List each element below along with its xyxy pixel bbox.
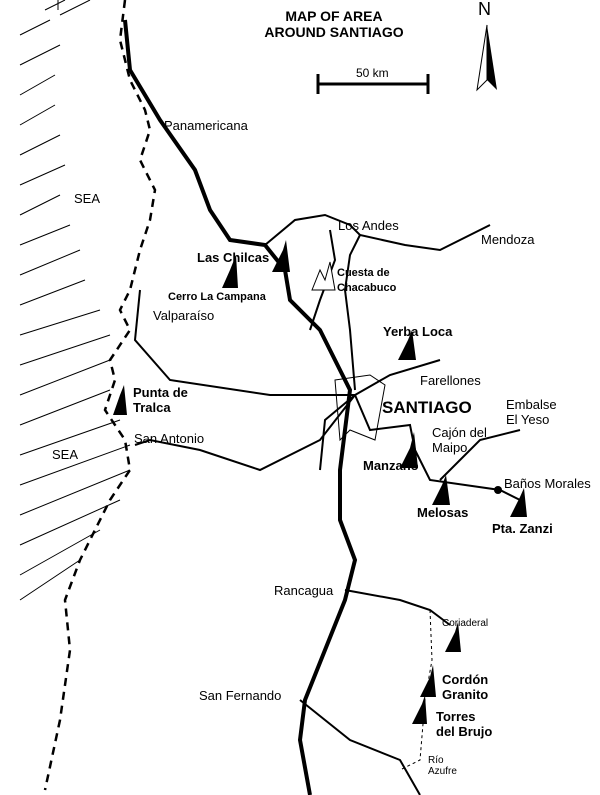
coastline <box>43 0 157 791</box>
label-sea: SEA <box>74 191 101 206</box>
label-san-antonio: San Antonio <box>134 431 205 446</box>
roads <box>133 213 521 795</box>
label-sea: SEA <box>52 447 79 462</box>
area-melosas: Melosas <box>417 505 469 520</box>
road-panamericana <box>123 19 358 795</box>
area-pta-zanzi: Pta. Zanzi <box>492 521 553 536</box>
label-rancagua: Rancagua <box>274 583 334 598</box>
area-yerba-loca: Yerba Loca <box>383 324 453 339</box>
north-label: N <box>478 0 491 19</box>
scale-label: 50 km <box>356 66 389 80</box>
label-san-fernando: San Fernando <box>199 688 282 703</box>
label-santiago: SANTIAGO <box>382 398 472 417</box>
label-panamericana: Panamericana <box>164 118 248 133</box>
mountain-icons <box>113 240 527 724</box>
label-los-andes: Los Andes <box>338 218 399 233</box>
label-coriaderal: Coriaderal <box>442 618 489 629</box>
coast-hatching <box>19 0 131 601</box>
banos-morales-dot <box>494 486 502 494</box>
santiago-outline <box>334 374 386 442</box>
cuesta-mountain-icon <box>311 261 336 291</box>
label-valparaiso: Valparaíso <box>153 308 215 323</box>
label-farellones: Farellones <box>420 373 481 388</box>
scale-bar <box>316 74 430 94</box>
label-mendoza: Mendoza <box>481 232 535 247</box>
area-cerro-campana: Cerro La Campana <box>168 291 266 303</box>
area-las-chilcas: Las Chilcas <box>197 250 270 265</box>
label-banos-morales: Baños Morales <box>504 476 591 491</box>
north-arrow-icon <box>476 24 497 92</box>
area-manzano: Manzano <box>363 458 419 473</box>
